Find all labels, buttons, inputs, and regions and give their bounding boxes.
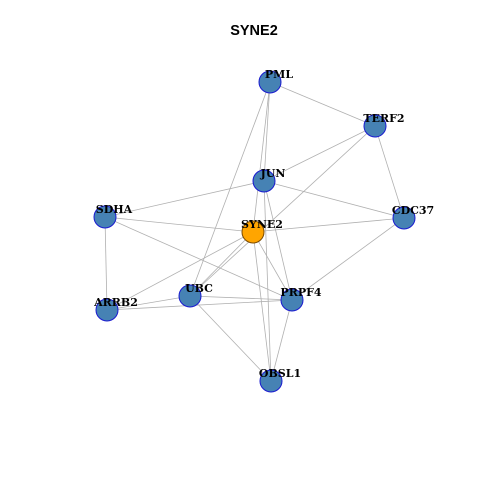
edge-ubc-prpf4 <box>189 295 293 301</box>
node-prpf4 <box>280 288 304 312</box>
edge-ubc-arrb2 <box>106 295 191 311</box>
edge-cdc37-prpf4 <box>291 217 405 301</box>
node-label-jun: JUN <box>260 167 286 180</box>
edge-syne2-prpf4 <box>252 231 293 301</box>
edge-jun-prpf4 <box>263 180 293 301</box>
edge-jun-cdc37 <box>263 180 405 219</box>
node-cdc37 <box>392 206 416 230</box>
plot-title: SYNE2 <box>230 23 278 39</box>
edge-terf2-ubc <box>189 125 376 297</box>
edge-terf2-cdc37 <box>374 125 405 219</box>
node-label-ubc: UBC <box>185 282 213 295</box>
edge-pml-jun <box>263 81 271 182</box>
node-obsl1 <box>259 369 283 393</box>
edge-sdha-arrb2 <box>104 216 108 311</box>
edge-pml-syne2 <box>252 81 271 233</box>
edge-jun-sdha <box>104 180 265 218</box>
edge-pml-terf2 <box>269 81 376 127</box>
node-terf2 <box>363 114 387 138</box>
node-label-pml: PML <box>265 68 293 81</box>
node-label-prpf4: PRPF4 <box>280 286 321 299</box>
node-pml <box>258 70 282 94</box>
node-label-cdc37: CDC37 <box>392 204 434 217</box>
node-label-arrb2: ARRB2 <box>93 296 138 309</box>
node-label-terf2: TERF2 <box>363 112 404 125</box>
edge-terf2-jun <box>263 125 376 182</box>
node-sdha <box>93 205 117 229</box>
edge-ubc-obsl1 <box>189 295 272 382</box>
node-ubc <box>178 284 202 308</box>
node-arrb2 <box>95 298 119 322</box>
node-syne2 <box>241 220 265 244</box>
edges-layer <box>104 81 405 382</box>
edge-syne2-obsl1 <box>252 231 272 382</box>
edge-syne2-ubc <box>189 231 254 297</box>
node-label-sdha: SDHA <box>96 203 133 216</box>
edge-sdha-prpf4 <box>104 216 293 301</box>
edge-syne2-arrb2 <box>106 231 254 311</box>
edge-prpf4-obsl1 <box>270 299 293 382</box>
node-jun <box>252 169 276 193</box>
node-label-obsl1: OBSL1 <box>259 367 301 380</box>
edge-jun-obsl1 <box>263 180 272 382</box>
nodes-layer <box>93 70 416 393</box>
node-label-syne2: SYNE2 <box>241 218 283 231</box>
edge-sdha-syne2 <box>104 216 254 233</box>
edge-arrb2-prpf4 <box>106 299 293 311</box>
edge-syne2-cdc37 <box>252 217 405 233</box>
